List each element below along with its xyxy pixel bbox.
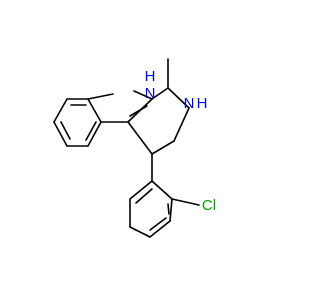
bond xyxy=(87,121,102,147)
bond-inner xyxy=(149,217,167,231)
bond xyxy=(151,180,173,200)
atom-label-ring-nh-n: N xyxy=(184,95,195,112)
atom-label-indole-nh-h: H xyxy=(145,68,156,85)
atom-label-chlorine: Cl xyxy=(202,197,216,214)
bond-inner xyxy=(167,203,170,215)
bond xyxy=(129,226,151,238)
bond xyxy=(87,93,114,100)
bond xyxy=(151,87,169,100)
bond xyxy=(133,90,153,100)
bond-inner xyxy=(135,188,153,204)
bond xyxy=(53,121,68,147)
bond-inner xyxy=(129,105,148,117)
bond xyxy=(151,140,175,155)
atom-labels: H N N H Cl xyxy=(145,68,217,214)
bond xyxy=(129,180,153,200)
bond xyxy=(173,107,190,142)
atom-label-indole-nh-n: N xyxy=(145,85,156,102)
bond xyxy=(149,220,171,238)
bond-inner xyxy=(85,121,97,141)
canvas-background xyxy=(0,0,300,300)
atom-label-ring-nh-h: H xyxy=(197,95,208,112)
bond xyxy=(169,198,173,222)
bond-inner xyxy=(60,121,71,140)
bond xyxy=(53,98,68,123)
molecule-structure: H N N H Cl xyxy=(0,0,300,300)
bond-c-cl xyxy=(171,198,200,206)
bond xyxy=(87,98,102,123)
bonds xyxy=(53,58,200,238)
bond xyxy=(127,121,153,155)
bond xyxy=(167,87,190,109)
